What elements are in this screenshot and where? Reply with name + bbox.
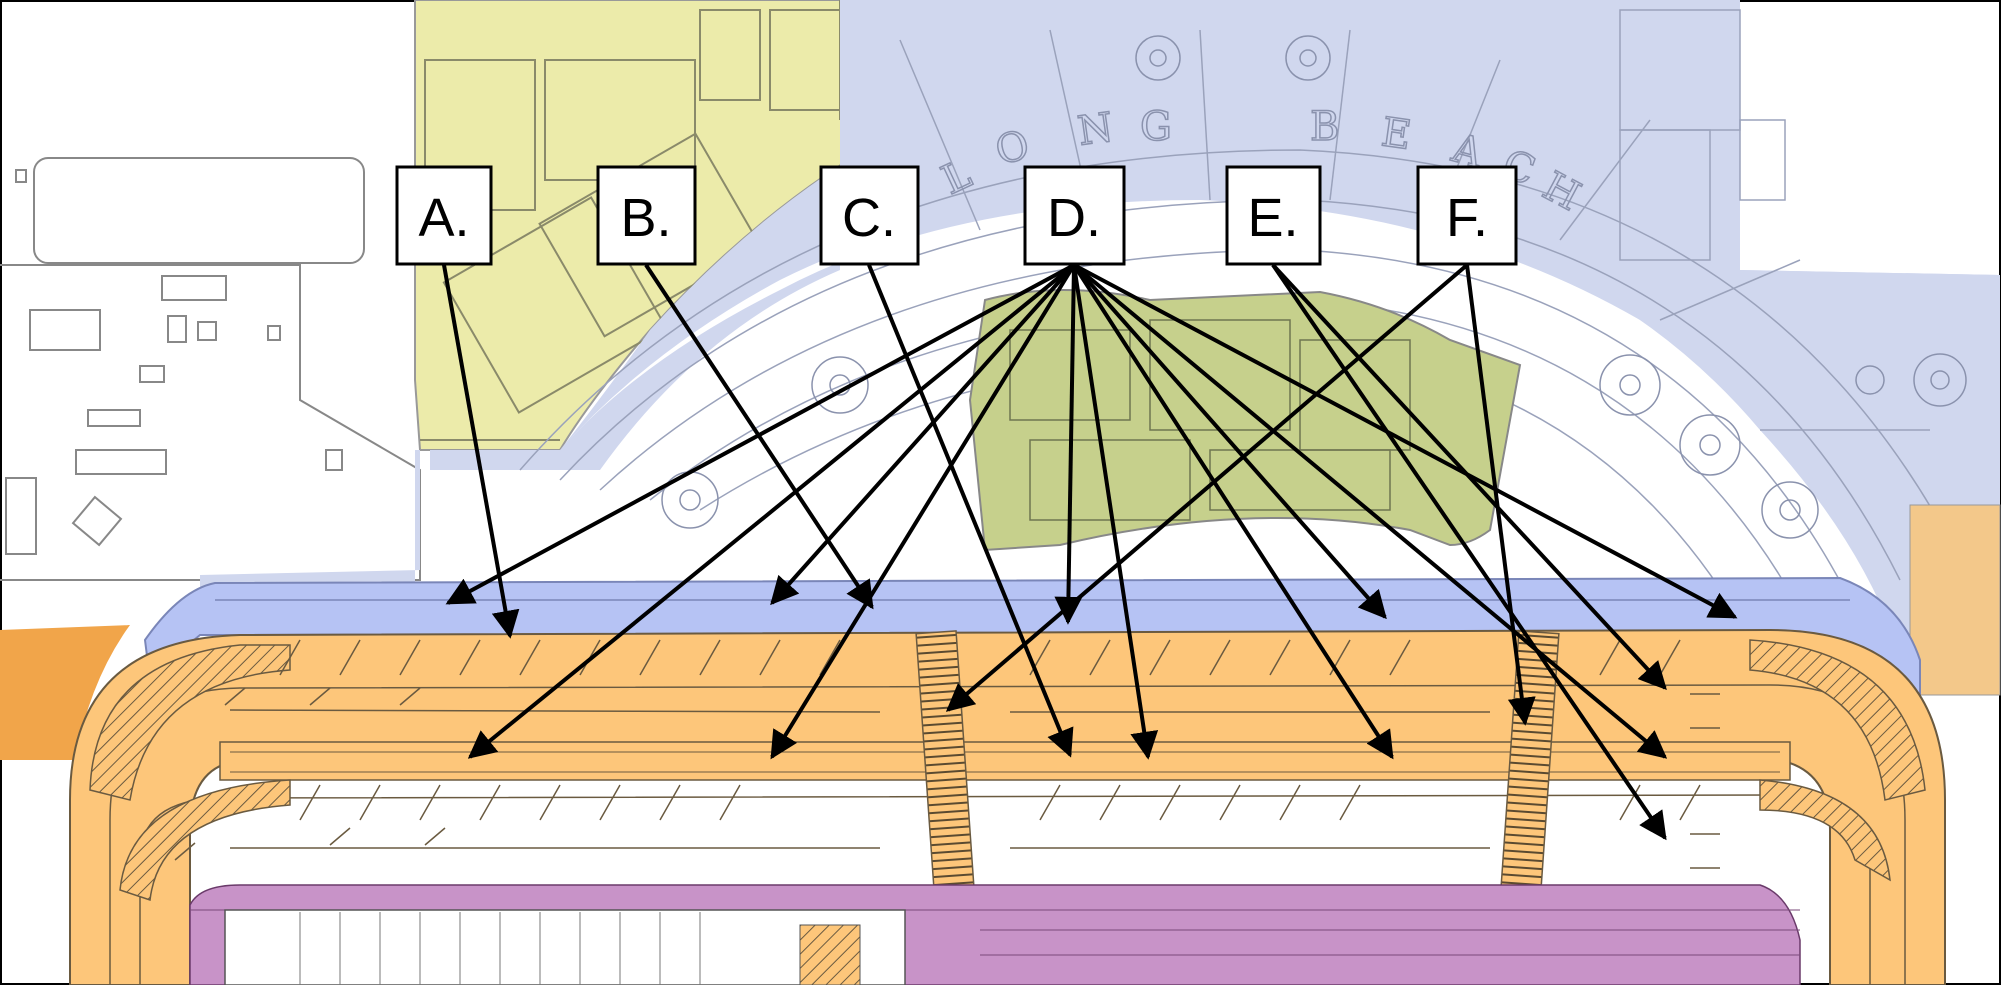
callout-arrow-e [1271, 263, 1667, 691]
roadway-median [219, 741, 1791, 781]
map-letter: N [1075, 104, 1116, 154]
flow-arrows [174, 687, 1720, 869]
callout-A: A. [395, 165, 493, 266]
callout-D: D. [1023, 165, 1126, 266]
left-roadway-fragment [0, 625, 130, 760]
callout-C: C. [819, 165, 920, 266]
curb-hatch-right [1749, 639, 1926, 801]
lower-hatched-block [799, 924, 861, 985]
callout-arrow-f [1465, 264, 1536, 726]
callout-arrow-d [467, 263, 1076, 759]
callout-label: D. [1047, 188, 1101, 248]
plaza-upper [430, 0, 2000, 580]
callout-label: B. [620, 188, 671, 248]
map-letter: G [1140, 104, 1172, 150]
callout-arrows [442, 263, 1738, 841]
callout-arrow-c [867, 264, 1074, 758]
callout-label: C. [842, 188, 896, 248]
callout-arrow-d [770, 263, 1076, 760]
callout-arrow-d [1054, 264, 1083, 625]
callout-E: E. [1225, 165, 1322, 266]
callout-arrow-d [1072, 263, 1668, 759]
map-letter: E [1379, 109, 1414, 159]
lower-building-lines [299, 912, 701, 985]
callout-B: B. [596, 165, 697, 266]
callout-arrow-d [1073, 263, 1738, 619]
callout-box [819, 165, 920, 266]
callout-label: A. [418, 188, 469, 248]
callout-arrow-d [1072, 264, 1159, 760]
callout-F: F. [1416, 165, 1518, 266]
callout-box [1416, 165, 1518, 266]
callout-arrow-d [1072, 263, 1387, 620]
callout-arrow-f [945, 263, 1469, 712]
plaza-flower-motifs [661, 35, 1967, 539]
callout-box [1023, 165, 1126, 266]
callout-arrow-d [770, 263, 1076, 606]
curb-hatch-right-lower [1759, 779, 1891, 882]
map-letter: B [1310, 104, 1339, 150]
callout-arrow-e [1271, 263, 1667, 841]
callout-box [395, 165, 493, 266]
callout-arrow-d [1072, 263, 1394, 760]
side-zone [1909, 504, 2001, 696]
curb-hatch-left-lower [119, 779, 291, 902]
callout-box [1225, 165, 1322, 266]
left-site-outline [0, 157, 421, 581]
callout-arrow-d [445, 263, 1075, 605]
lower-building [224, 909, 906, 985]
callout-box [596, 165, 697, 266]
callout-label: E. [1247, 188, 1298, 248]
callout-label: F. [1446, 188, 1488, 248]
